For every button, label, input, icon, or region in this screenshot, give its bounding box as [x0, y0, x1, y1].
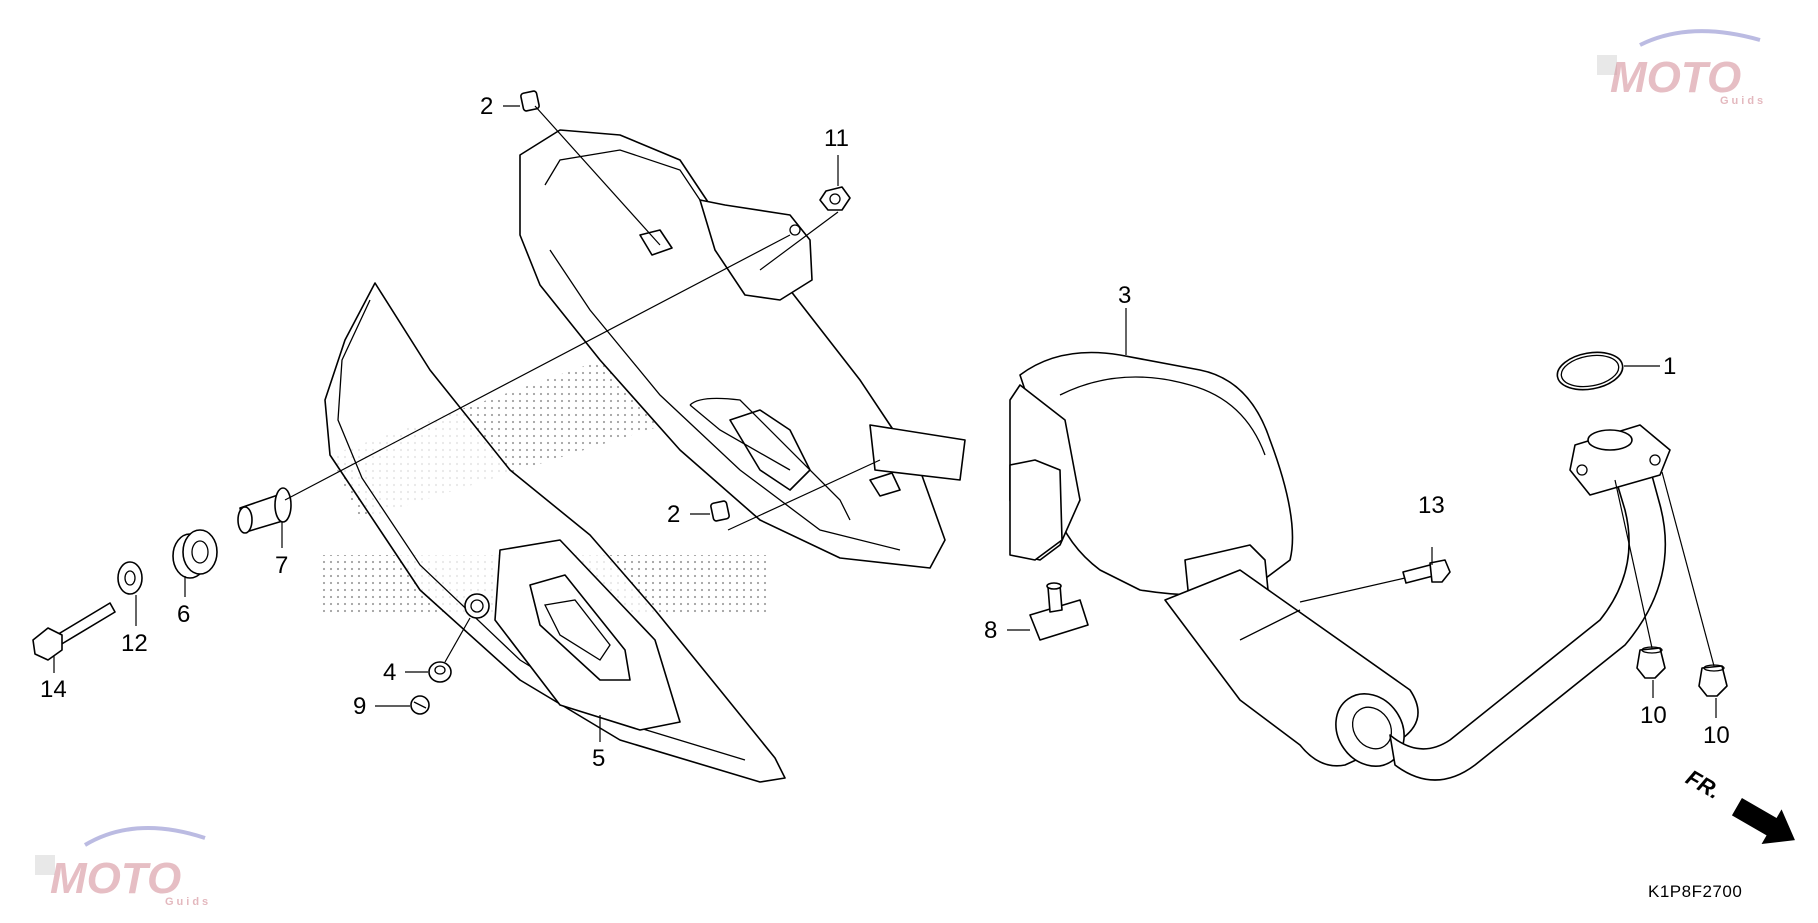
- flange-bolt: [32, 602, 116, 661]
- front-direction-indicator: FR.: [1682, 765, 1795, 844]
- nut-top: [819, 186, 851, 211]
- gasket: [1556, 351, 1624, 391]
- direction-label: FR.: [1682, 765, 1725, 804]
- callout-3: 3: [1118, 282, 1131, 309]
- watermark-logo-top-right: MOTO Guids: [1597, 29, 1766, 107]
- callout-5: 5: [592, 745, 605, 772]
- callout-7: 7: [275, 552, 288, 579]
- rubber-mount: [1029, 582, 1089, 641]
- drawing-code: K1P8F2700: [1648, 882, 1742, 901]
- mount-bolt: [1402, 559, 1451, 584]
- callout-labels: 1 2 2 3 4 5 6 7 8 9 10 10 11 12 13 14: [40, 93, 1730, 772]
- callout-8: 8: [984, 617, 997, 644]
- collar: [237, 487, 292, 534]
- callout-11: 11: [824, 125, 849, 152]
- watermark-letters: MOTO: [50, 854, 181, 903]
- muffler: [869, 351, 1419, 767]
- small-nut: [428, 661, 452, 683]
- callout-10-left: 10: [1640, 702, 1667, 729]
- callout-2-mid: 2: [667, 501, 680, 528]
- washer: [117, 561, 143, 595]
- exhaust-pipe: [1389, 424, 1671, 781]
- callout-12: 12: [121, 630, 148, 657]
- callout-2-top: 2: [480, 93, 493, 120]
- outer-heat-shield: [324, 282, 786, 783]
- grommet: [172, 529, 218, 579]
- callout-1: 1: [1663, 353, 1676, 380]
- leader-lines: [53, 105, 1717, 742]
- watermark-sub: Guids: [165, 896, 211, 908]
- cap-nut-left: [1636, 646, 1666, 679]
- callout-6: 6: [177, 601, 190, 628]
- direction-arrow-icon: [1731, 798, 1795, 844]
- clip-mid: [710, 500, 730, 522]
- cap-nut-right: [1698, 664, 1728, 697]
- watermark-logo-bottom-left: MOTO Guids: [35, 826, 211, 908]
- callout-13: 13: [1418, 492, 1445, 519]
- clip-top: [520, 90, 540, 112]
- callout-10-right: 10: [1703, 722, 1730, 749]
- watermark-sub: Guids: [1720, 95, 1766, 107]
- callout-14: 14: [40, 676, 67, 703]
- callout-4: 4: [383, 659, 396, 686]
- small-screw: [410, 695, 430, 715]
- callout-9: 9: [353, 693, 366, 720]
- watermark-letters: MOTO: [1610, 53, 1741, 102]
- inner-heat-shield: [519, 129, 946, 569]
